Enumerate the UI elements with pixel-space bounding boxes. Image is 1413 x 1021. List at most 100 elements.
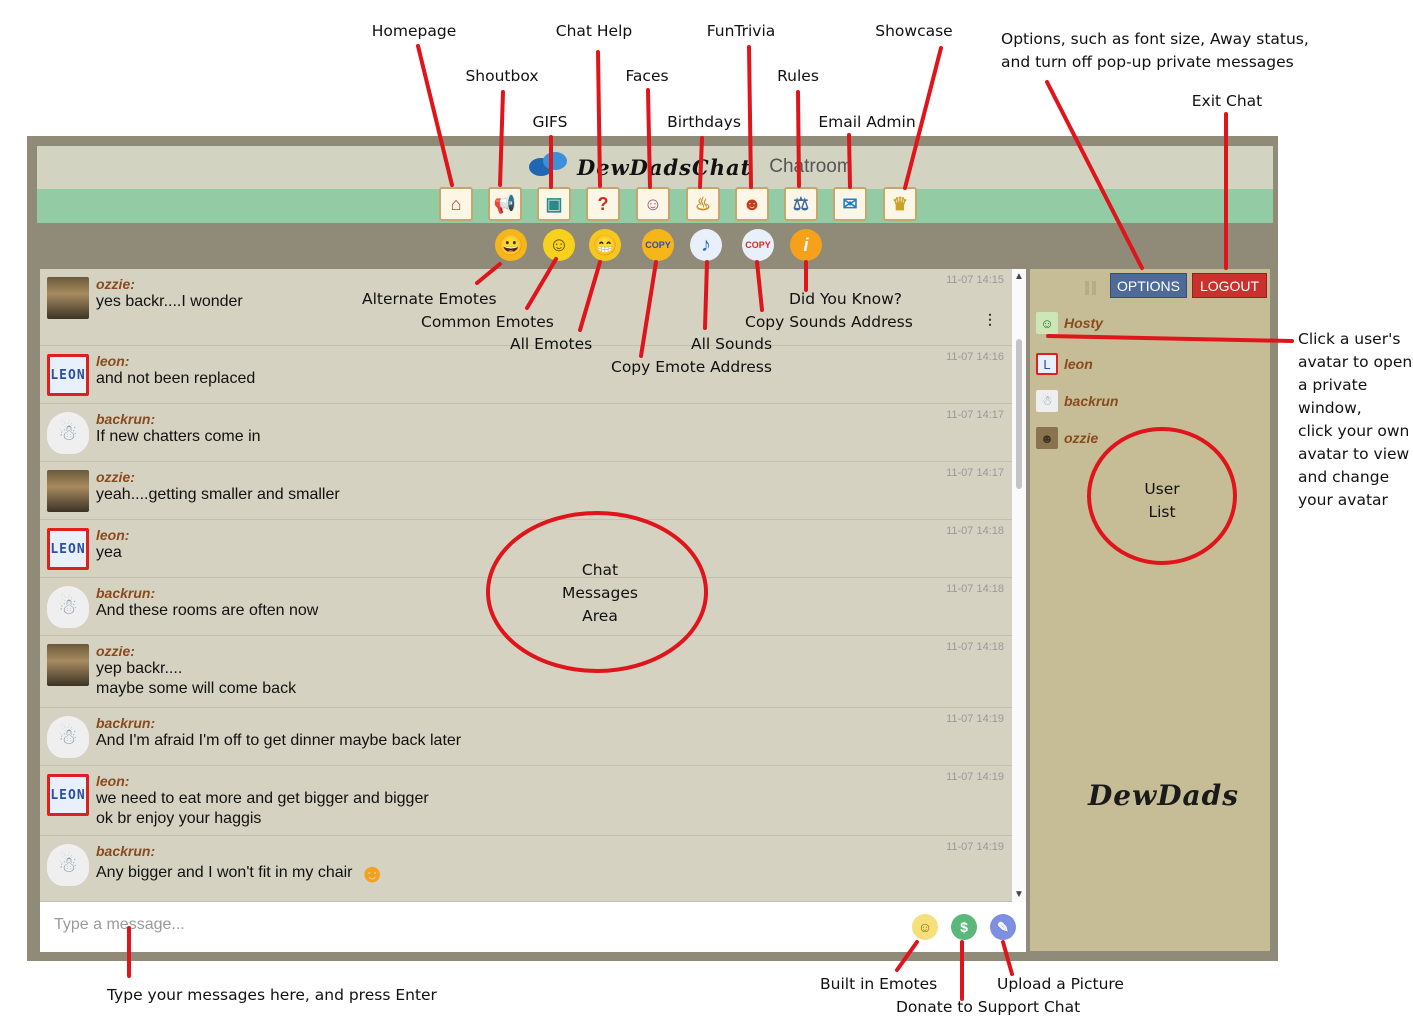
question-nav-button[interactable]: ? bbox=[586, 187, 620, 221]
annotation-birthdays: Birthdays bbox=[667, 113, 741, 131]
annotation-all-emotes: All Emotes bbox=[510, 335, 593, 353]
leon-avatar[interactable]: LEON bbox=[47, 774, 89, 816]
user-name[interactable]: ozzie bbox=[1064, 430, 1099, 446]
ozzie-avatar[interactable] bbox=[47, 644, 89, 686]
envelope-icon: ✉ bbox=[842, 193, 858, 214]
message-username[interactable]: backrun: bbox=[96, 585, 156, 601]
message-input[interactable] bbox=[54, 910, 654, 940]
dewdads-brand-logo: DewDads bbox=[1088, 779, 1239, 812]
annotation-all-sounds: All Sounds bbox=[691, 335, 773, 353]
did-you-know-icon[interactable]: i bbox=[790, 229, 822, 261]
common-emotes-icon[interactable]: ☺ bbox=[543, 229, 575, 261]
megaphone-nav-button[interactable]: 📢 bbox=[488, 187, 522, 221]
annotation-gifs: GIFS bbox=[532, 113, 568, 131]
message-timestamp: 11-07 14:19 bbox=[946, 841, 1004, 853]
message-username[interactable]: leon: bbox=[96, 527, 130, 543]
message-username[interactable]: leon: bbox=[96, 353, 130, 369]
user-name[interactable]: Hosty bbox=[1064, 315, 1103, 331]
user-list-item[interactable]: ☃ backrun bbox=[1036, 390, 1118, 412]
copy-sounds-icon[interactable]: COPY bbox=[742, 229, 774, 261]
annotation-user-list: User List bbox=[1144, 480, 1180, 521]
home-nav-button[interactable]: ⌂ bbox=[439, 187, 473, 221]
cake-icon: ♨ bbox=[694, 193, 712, 214]
envelope-nav-button[interactable]: ✉ bbox=[833, 187, 867, 221]
messages-scrollbar[interactable]: ▲ ▼ bbox=[1012, 269, 1026, 902]
copy-emote-icon[interactable]: COPY bbox=[642, 229, 674, 261]
message-timestamp: 11-07 14:18 bbox=[946, 525, 1004, 537]
cake-nav-button[interactable]: ♨ bbox=[686, 187, 720, 221]
message-text: yes backr....I wonder bbox=[96, 293, 243, 310]
upload-paperclip-icon[interactable]: ✎ bbox=[990, 914, 1016, 940]
leon-avatar[interactable]: LEON bbox=[47, 354, 89, 396]
ozzie-user-avatar[interactable]: ☻ bbox=[1036, 427, 1058, 449]
user-name[interactable]: backrun bbox=[1064, 393, 1119, 409]
trophy-nav-button[interactable]: ♛ bbox=[883, 187, 917, 221]
leon-user-avatar[interactable]: L bbox=[1036, 353, 1058, 375]
message-username[interactable]: ozzie: bbox=[96, 643, 135, 659]
ozzie-avatar[interactable] bbox=[47, 470, 89, 512]
backrun-user-avatar[interactable]: ☃ bbox=[1036, 390, 1058, 412]
options-button[interactable]: OPTIONS bbox=[1110, 273, 1187, 298]
message-timestamp: 11-07 14:19 bbox=[946, 713, 1004, 725]
scroll-thumb[interactable] bbox=[1016, 339, 1022, 489]
message-text: and not been replaced bbox=[96, 370, 256, 387]
annotation-homepage: Homepage bbox=[371, 22, 457, 40]
scroll-down-icon[interactable]: ▼ bbox=[1014, 889, 1024, 900]
leon-avatar[interactable]: LEON bbox=[47, 528, 89, 570]
message-username[interactable]: backrun: bbox=[96, 843, 156, 859]
alternate-emotes-icon[interactable]: 😀 bbox=[495, 229, 527, 261]
annotation-upload-picture: Upload a Picture bbox=[997, 975, 1124, 993]
pause-icon[interactable] bbox=[1085, 281, 1099, 295]
annotation-options-line2: and turn off pop-up private messages bbox=[1001, 53, 1294, 71]
message-input-bar: ☺ $ ✎ bbox=[40, 902, 1026, 952]
message-username[interactable]: ozzie: bbox=[96, 276, 135, 292]
image-nav-button[interactable]: ▣ bbox=[537, 187, 571, 221]
chat-logo[interactable]: DewDadsChat Chatroom bbox=[527, 152, 853, 182]
message-username[interactable]: backrun: bbox=[96, 715, 156, 731]
all-sounds-icon[interactable]: ♪ bbox=[690, 229, 722, 261]
logout-button[interactable]: LOGOUT bbox=[1192, 273, 1267, 298]
user-list-item[interactable]: ☻ ozzie bbox=[1036, 427, 1098, 449]
chat-message: ozzie:yeah....getting smaller and smalle… bbox=[40, 462, 1012, 520]
annotation-chat-help: Chat Help bbox=[555, 22, 633, 40]
face-nav-button[interactable]: ☺ bbox=[636, 187, 670, 221]
message-username[interactable]: ozzie: bbox=[96, 469, 135, 485]
annotation-email-admin: Email Admin bbox=[818, 113, 916, 131]
annotation-rules: Rules bbox=[777, 67, 819, 85]
chat-message: ☃backrun:Any bigger and I won't fit in m… bbox=[40, 836, 1012, 902]
message-timestamp: 11-07 14:15 bbox=[946, 274, 1004, 286]
user-list-item[interactable]: ☺ Hosty bbox=[1036, 312, 1103, 334]
message-username[interactable]: leon: bbox=[96, 773, 130, 789]
message-username[interactable]: backrun: bbox=[96, 411, 156, 427]
backrun-avatar[interactable]: ☃ bbox=[47, 412, 89, 454]
message-text: And these rooms are often now bbox=[96, 602, 319, 619]
question-icon: ? bbox=[597, 193, 609, 214]
message-timestamp: 11-07 14:18 bbox=[946, 583, 1004, 595]
annotation-built-in-emotes: Built in Emotes bbox=[820, 975, 938, 993]
gavel-nav-button[interactable]: ⚖ bbox=[784, 187, 818, 221]
message-text: yeah....getting smaller and smaller bbox=[96, 486, 340, 503]
face-icon: ☺ bbox=[643, 193, 663, 214]
hosty-user-avatar[interactable]: ☺ bbox=[1036, 312, 1058, 334]
chat-message: ozzie:yes backr....I wonder 11-07 14:15 ⋮ bbox=[40, 269, 1012, 346]
scroll-up-icon[interactable]: ▲ bbox=[1014, 271, 1024, 282]
donate-dollar-icon[interactable]: $ bbox=[951, 914, 977, 940]
annotation-type-messages: Type your messages here, and press Enter bbox=[107, 986, 437, 1004]
all-emotes-icon[interactable]: 😁 bbox=[589, 229, 621, 261]
backrun-avatar[interactable]: ☃ bbox=[47, 716, 89, 758]
jester-nav-button[interactable]: ☻ bbox=[735, 187, 769, 221]
user-name[interactable]: leon bbox=[1064, 356, 1093, 372]
backrun-avatar[interactable]: ☃ bbox=[47, 586, 89, 628]
ozzie-avatar[interactable] bbox=[47, 277, 89, 319]
built-in-emotes-icon[interactable]: ☺ bbox=[912, 914, 938, 940]
annotation-shoutbox: Shoutbox bbox=[465, 67, 539, 85]
waving-emote-icon: ☻ bbox=[358, 858, 386, 888]
chat-message: ☃backrun:And I'm afraid I'm off to get d… bbox=[40, 708, 1012, 766]
gavel-icon: ⚖ bbox=[792, 193, 810, 214]
message-menu-icon[interactable]: ⋮ bbox=[983, 311, 997, 327]
backrun-avatar[interactable]: ☃ bbox=[47, 844, 89, 886]
